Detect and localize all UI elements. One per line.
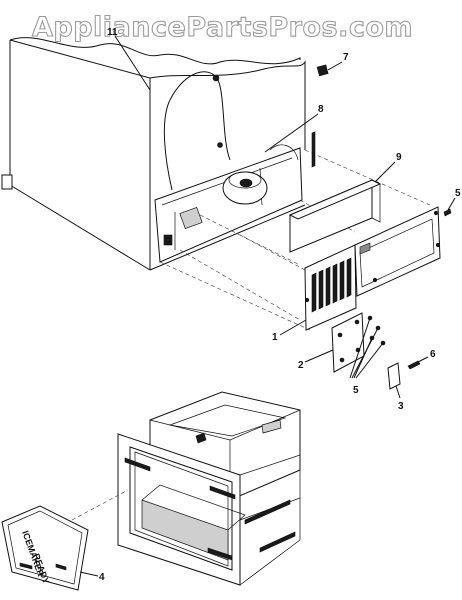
- part-5-screws: [349, 197, 456, 379]
- callout-1: 1: [272, 332, 278, 343]
- watermark: AppliancePartsPros.com: [32, 12, 413, 43]
- part-9-insulation: [288, 161, 396, 253]
- part-7-connector: [316, 61, 343, 77]
- callout-9: 9: [396, 152, 402, 163]
- part-6-screw: [407, 356, 429, 370]
- callout-11: 11: [107, 27, 118, 38]
- callout-4: 4: [99, 572, 105, 583]
- callout-3: 3: [398, 401, 404, 412]
- callout-2: 2: [298, 360, 304, 371]
- callout-5-bottom: 5: [353, 385, 359, 396]
- part-3-clip: [387, 362, 401, 399]
- leader-8: [264, 113, 319, 153]
- callout-8: 8: [318, 104, 324, 115]
- callout-6: 6: [430, 349, 436, 360]
- icemaker-bin: [71, 391, 301, 586]
- part-4-icemaker-lid: ICEMAKER READY: [1, 505, 99, 591]
- callout-7: 7: [343, 52, 349, 63]
- refrigerator-cabinet: [1, 37, 431, 331]
- leader-11: [114, 35, 151, 91]
- part-1-rear-grille: [279, 131, 441, 336]
- callout-5-top: 5: [455, 188, 461, 199]
